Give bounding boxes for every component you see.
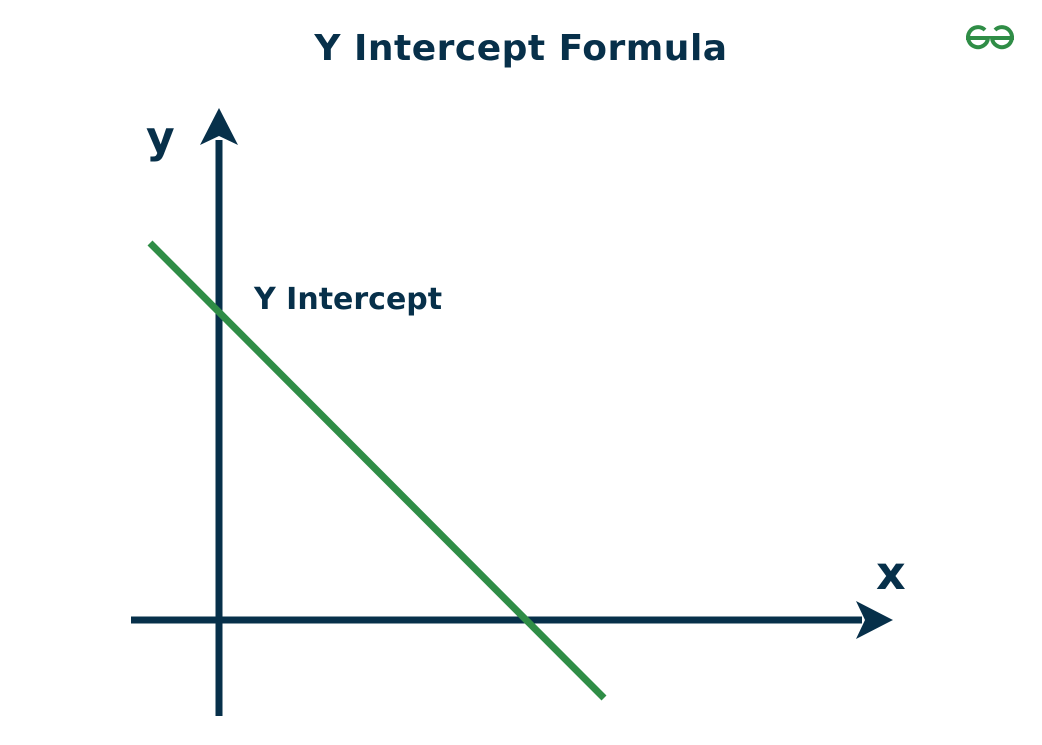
y-axis-label: y [146,112,175,163]
y-intercept-label: Y Intercept [254,282,443,317]
y-axis-arrow-icon [200,108,238,145]
page-title: Y Intercept Formula [314,28,728,69]
linear-function-line [147,240,607,701]
x-axis-arrow-icon [856,601,893,639]
x-axis-label: x [876,546,906,600]
geeksforgeeks-logo-icon [966,25,1014,50]
